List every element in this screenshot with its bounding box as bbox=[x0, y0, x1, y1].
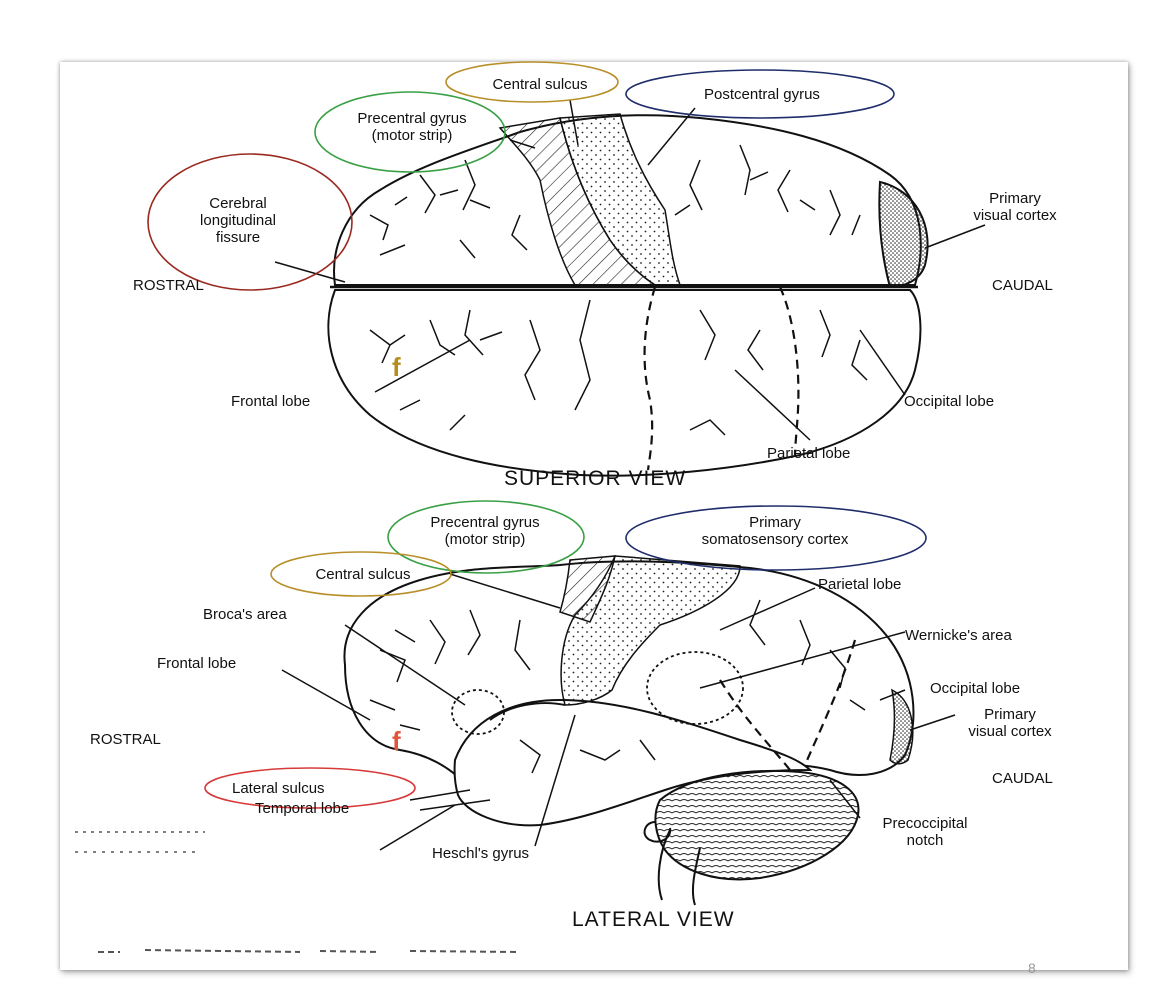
lateral-rostral-label: ROSTRAL bbox=[90, 731, 161, 748]
superior-rostral-label: ROSTRAL bbox=[133, 277, 204, 294]
superior-fissure-line3: fissure bbox=[215, 229, 261, 246]
page-number: 8 bbox=[1028, 960, 1036, 976]
lateral-precentral-line1: Precentral gyrus bbox=[430, 514, 540, 531]
superior-postcentral-ring bbox=[625, 69, 895, 119]
lateral-heschl-label: Heschl's gyrus bbox=[432, 845, 530, 862]
lateral-somatosensory-line2: somatosensory cortex bbox=[701, 531, 849, 548]
lateral-somatosensory-strip bbox=[560, 555, 741, 706]
superior-precentral-ring bbox=[314, 91, 506, 173]
lateral-wernicke-label: Wernicke's area bbox=[905, 627, 1012, 644]
lateral-somatosensory-line1: Primary bbox=[749, 514, 801, 531]
cropped-artifacts bbox=[75, 831, 521, 953]
superior-primary-visual-line2: visual cortex bbox=[973, 207, 1057, 224]
superior-visual-cortex bbox=[878, 180, 929, 289]
lateral-parietal-label: Parietal lobe bbox=[818, 576, 902, 593]
lateral-central-sulcus-label: Central sulcus bbox=[315, 566, 411, 583]
superior-frontal-label: Frontal lobe bbox=[231, 393, 311, 410]
lateral-primary-visual-line2: visual cortex bbox=[968, 723, 1052, 740]
superior-occipital-label: Occipital lobe bbox=[904, 393, 995, 410]
lateral-primary-visual-label: Primary visual cortex bbox=[925, 706, 1095, 740]
superior-primary-visual-label: Primary visual cortex bbox=[935, 190, 1095, 224]
lateral-cerebellum bbox=[654, 769, 860, 881]
superior-central-sulcus-label: Central sulcus bbox=[492, 76, 588, 93]
lateral-brain bbox=[343, 555, 915, 906]
lateral-lateral-sulcus-ring bbox=[204, 767, 416, 809]
lateral-precentral-ring bbox=[387, 500, 585, 574]
lateral-somatosensory-ring bbox=[625, 505, 927, 571]
lateral-view-title: LATERAL VIEW bbox=[572, 908, 735, 931]
superior-fissure-label: Cerebral longitudinal fissure bbox=[168, 195, 308, 246]
superior-fissure-ring bbox=[147, 153, 353, 291]
superior-precentral-label: Precentral gyrus (motor strip) bbox=[322, 110, 502, 144]
superior-brain bbox=[327, 113, 929, 477]
lateral-precentral-line2: (motor strip) bbox=[444, 531, 526, 548]
superior-precentral-line2: (motor strip) bbox=[371, 127, 453, 144]
lateral-temporal-label: Temporal lobe bbox=[255, 800, 350, 817]
superior-upper-hemisphere bbox=[333, 114, 922, 286]
lateral-somatosensory-label: Primary somatosensory cortex bbox=[640, 514, 910, 548]
lateral-central-sulcus-ring bbox=[270, 551, 452, 597]
lateral-broca-label: Broca's area bbox=[203, 606, 287, 623]
superior-postcentral-label: Postcentral gyrus bbox=[704, 86, 820, 103]
side-mark-bottom: f bbox=[392, 726, 401, 756]
lateral-preoccipital-label: Precoccipital notch bbox=[860, 815, 990, 849]
superior-lower-hemisphere bbox=[327, 289, 922, 477]
superior-parietal-label: Parietal lobe bbox=[767, 445, 851, 462]
lateral-frontal-label: Frontal lobe bbox=[157, 655, 237, 672]
side-mark-top: f bbox=[392, 352, 401, 382]
lateral-caudal-label: CAUDAL bbox=[992, 770, 1053, 787]
superior-primary-visual-line1: Primary bbox=[989, 190, 1041, 207]
lateral-leader-lines bbox=[281, 573, 956, 851]
lateral-visual-cortex bbox=[889, 688, 914, 765]
annotation-ellipses bbox=[147, 61, 927, 809]
wernickes-area bbox=[646, 651, 744, 725]
superior-precentral-line1: Precentral gyrus bbox=[357, 110, 467, 127]
superior-caudal-label: CAUDAL bbox=[992, 277, 1053, 294]
superior-view-title: SUPERIOR VIEW bbox=[504, 467, 687, 490]
superior-leader-lines bbox=[274, 99, 986, 441]
superior-postcentral-strip bbox=[559, 113, 682, 286]
superior-fissure-line1: Cerebral bbox=[209, 195, 267, 212]
lateral-precentral-label: Precentral gyrus (motor strip) bbox=[395, 514, 575, 548]
lateral-preoccipital-line2: notch bbox=[906, 832, 944, 849]
lateral-primary-visual-line1: Primary bbox=[984, 706, 1036, 723]
superior-central-sulcus-ring bbox=[445, 61, 619, 103]
lateral-occipital-label: Occipital lobe bbox=[930, 680, 1021, 697]
superior-fissure-line2: longitudinal bbox=[200, 212, 276, 229]
lateral-preoccipital-line1: Precoccipital bbox=[882, 815, 968, 832]
lateral-lateral-sulcus-label: Lateral sulcus bbox=[232, 780, 325, 797]
